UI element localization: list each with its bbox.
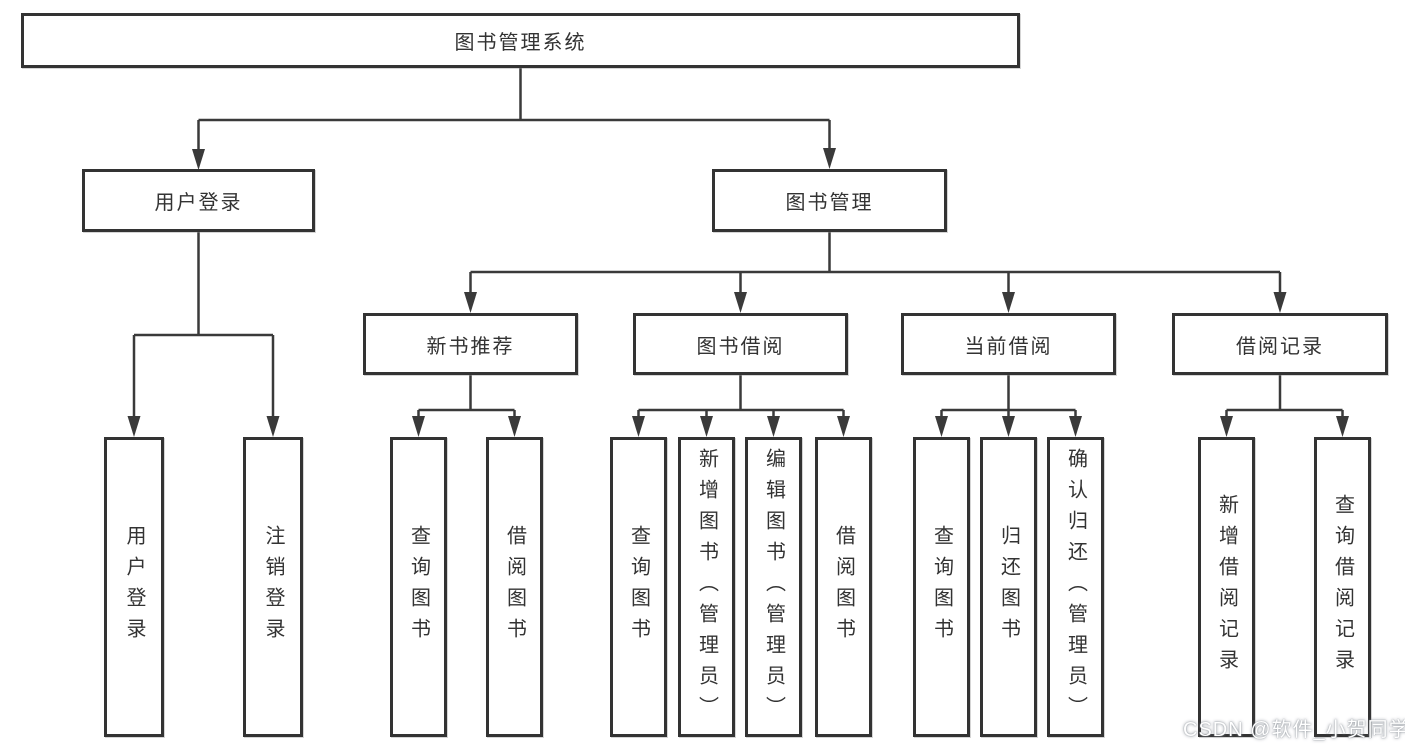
node-root: 图书管理系统 xyxy=(21,13,1020,68)
leaf-borrowing-edit-book-admin-label: 编辑图书（管理员） xyxy=(762,447,785,727)
leaf-logout: 注销登录 xyxy=(243,437,303,737)
node-borrowing-records: 借阅记录 xyxy=(1172,313,1388,375)
leaf-recommend-query-book-label: 查询图书 xyxy=(407,525,430,649)
node-borrowing-records-label: 借阅记录 xyxy=(1236,335,1324,358)
leaf-user-login: 用户登录 xyxy=(104,437,164,737)
node-book-management-branch: 图书管理 xyxy=(712,169,947,232)
leaf-recommend-borrow-book: 借阅图书 xyxy=(486,437,543,737)
csdn-watermark: CSDN @软件_小贺同学 xyxy=(1183,719,1405,741)
leaf-borrowing-query-book: 查询图书 xyxy=(610,437,667,737)
leaf-recommend-borrow-book-label: 借阅图书 xyxy=(503,525,526,649)
node-current-borrowing-label: 当前借阅 xyxy=(964,335,1053,358)
leaf-current-confirm-return-admin: 确认归还（管理员） xyxy=(1047,437,1104,737)
leaf-current-confirm-return-admin-label: 确认归还（管理员） xyxy=(1064,447,1087,727)
leaf-records-add-record: 新增借阅记录 xyxy=(1198,437,1255,737)
leaf-borrowing-add-book-admin: 新增图书（管理员） xyxy=(678,437,735,737)
node-new-book-recommend-label: 新书推荐 xyxy=(426,335,515,358)
leaf-current-return-book: 归还图书 xyxy=(980,437,1037,737)
leaf-logout-label: 注销登录 xyxy=(262,525,284,649)
leaf-records-query-record: 查询借阅记录 xyxy=(1314,437,1371,737)
node-book-borrowing: 图书借阅 xyxy=(633,313,848,375)
leaf-user-login-label: 用户登录 xyxy=(123,525,145,649)
leaf-borrowing-borrow-book: 借阅图书 xyxy=(815,437,872,737)
node-user-login-branch: 用户登录 xyxy=(82,169,315,232)
leaf-current-return-book-label: 归还图书 xyxy=(997,525,1020,649)
leaf-records-query-record-label: 查询借阅记录 xyxy=(1331,494,1354,680)
node-user-login-branch-label: 用户登录 xyxy=(154,192,243,214)
node-current-borrowing: 当前借阅 xyxy=(901,313,1116,375)
leaf-borrowing-borrow-book-label: 借阅图书 xyxy=(832,525,855,649)
leaf-borrowing-add-book-admin-label: 新增图书（管理员） xyxy=(695,447,718,727)
node-new-book-recommend: 新书推荐 xyxy=(363,313,578,375)
leaf-borrowing-query-book-label: 查询图书 xyxy=(627,525,650,649)
leaf-borrowing-edit-book-admin: 编辑图书（管理员） xyxy=(745,437,802,737)
leaf-recommend-query-book: 查询图书 xyxy=(390,437,447,737)
node-book-borrowing-label: 图书借阅 xyxy=(696,335,785,358)
leaf-records-add-record-label: 新增借阅记录 xyxy=(1215,494,1238,680)
node-book-management-branch-label: 图书管理 xyxy=(785,192,874,214)
node-root-label: 图书管理系统 xyxy=(454,32,587,54)
leaf-current-query-book-label: 查询图书 xyxy=(930,525,953,649)
leaf-current-query-book: 查询图书 xyxy=(913,437,970,737)
